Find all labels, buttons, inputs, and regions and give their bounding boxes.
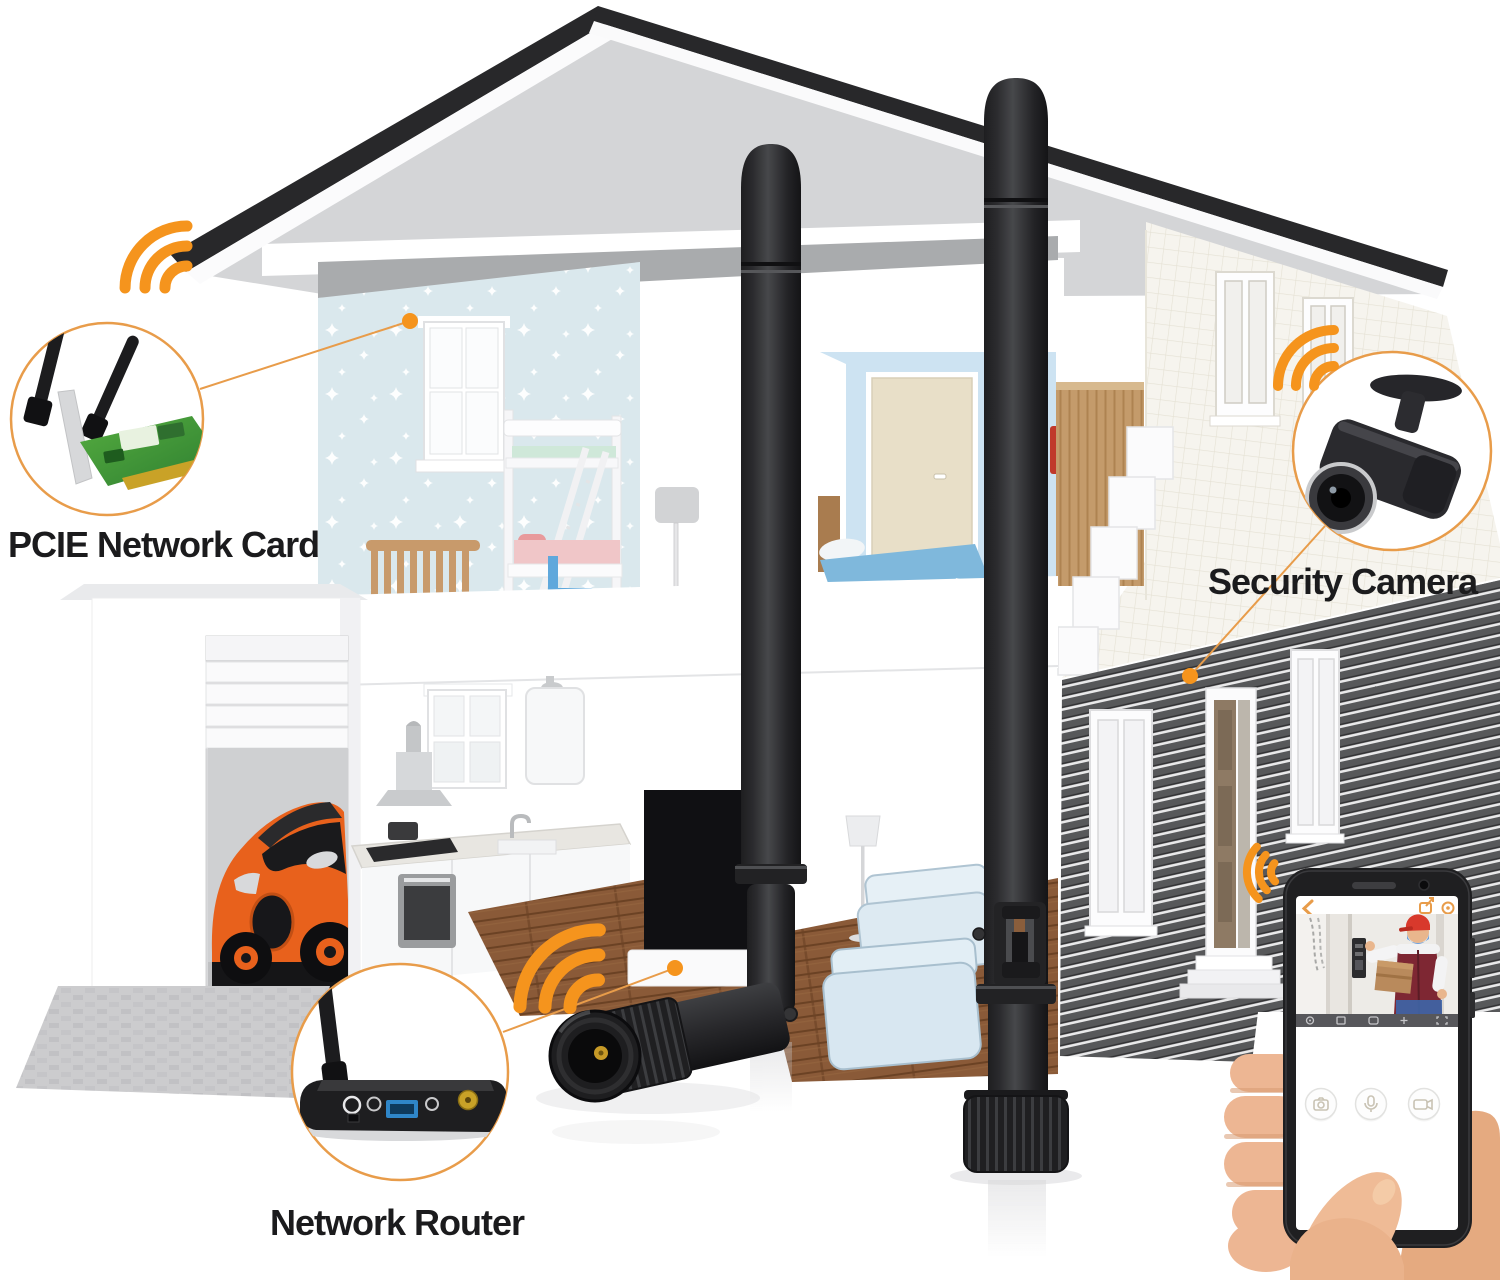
security-camera <box>1305 374 1462 534</box>
garage-door <box>205 636 349 749</box>
sports-car <box>211 802 348 1002</box>
mic-glyph-icon <box>1367 1095 1375 1107</box>
camera-wall-wifi-icon <box>1272 324 1339 391</box>
smartphone <box>1283 868 1475 1248</box>
delivery-person <box>1365 914 1448 1014</box>
microphone-button[interactable] <box>1354 1087 1388 1121</box>
house-illustration <box>16 6 1500 1098</box>
driveway <box>16 986 330 1098</box>
hinge-clip <box>994 902 1046 986</box>
roof-wifi-icon <box>119 220 193 294</box>
security-camera-label: Security Camera <box>1208 561 1478 602</box>
front-door <box>1179 687 1287 999</box>
add-icon[interactable] <box>1400 1017 1408 1024</box>
sofa-set <box>822 863 996 1071</box>
record-button[interactable] <box>1407 1087 1441 1121</box>
screen-icon[interactable] <box>1336 1016 1346 1025</box>
callout-router <box>290 962 510 1182</box>
share-icon[interactable] <box>1419 897 1434 914</box>
staircase <box>1050 382 1174 676</box>
app-nav-bar <box>1301 897 1455 918</box>
fullscreen-icon[interactable] <box>1436 1016 1448 1025</box>
floor-slab <box>300 576 1058 688</box>
roof <box>170 6 1448 299</box>
camera-feed <box>1296 914 1458 1014</box>
pcie-network-card-label: PCIE Network Card <box>8 524 320 565</box>
power-button <box>1470 992 1475 1018</box>
settings-icon[interactable] <box>1441 901 1455 915</box>
front-door-wifi-icon <box>1242 842 1280 904</box>
app-action-buttons <box>1304 1087 1441 1122</box>
garage <box>16 584 368 1098</box>
snapshot-button[interactable] <box>1304 1087 1338 1121</box>
range-hood <box>376 721 452 806</box>
bunk-bed <box>503 409 623 606</box>
speaker <box>1352 882 1396 889</box>
hand-front <box>1290 1172 1404 1280</box>
kids-window <box>415 316 513 473</box>
sink-faucet <box>497 813 557 855</box>
callout-pcie <box>9 313 418 517</box>
network-router-label: Network Router <box>270 1202 525 1243</box>
camera-glyph-icon <box>1313 1099 1329 1111</box>
tv-console <box>627 949 753 987</box>
water-heater <box>525 676 585 785</box>
upper-window-left <box>1209 271 1281 427</box>
oven <box>398 874 456 948</box>
stove <box>366 822 458 862</box>
siding-window-right <box>1285 649 1345 844</box>
siding-window-left <box>1084 709 1158 937</box>
videocam-glyph-icon <box>1413 1099 1428 1110</box>
volume-button <box>1470 938 1475 978</box>
back-icon[interactable] <box>1301 899 1314 918</box>
front-camera <box>1418 879 1430 891</box>
callout-camera <box>1182 350 1493 684</box>
wifi-antenna-right <box>950 78 1082 1258</box>
thumb-nail <box>1372 1179 1396 1205</box>
router-callout-line <box>502 960 683 1033</box>
layout-icon[interactable] <box>1368 1016 1379 1025</box>
app-toolbar <box>1296 1014 1458 1027</box>
kitchen-window <box>423 683 513 789</box>
refresh-icon[interactable] <box>1305 1016 1315 1025</box>
kitchen-wifi-icon <box>513 923 606 1015</box>
wifi-antenna-left <box>536 144 807 1144</box>
